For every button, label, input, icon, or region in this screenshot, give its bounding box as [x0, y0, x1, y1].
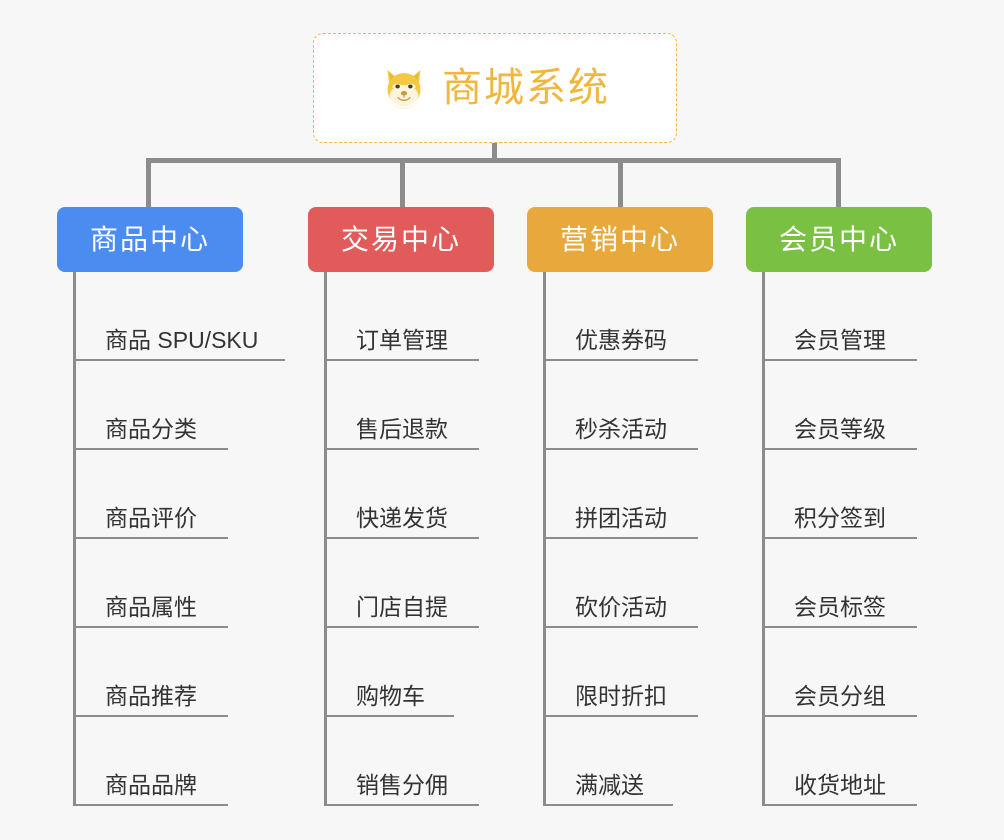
- leaf-label: 会员分组: [794, 682, 886, 709]
- leaf-item[interactable]: 订单管理: [324, 272, 499, 361]
- connector-drop-2: [400, 158, 405, 208]
- leaf-item[interactable]: 销售分佣: [324, 717, 499, 806]
- leaf-underline: [73, 359, 285, 361]
- leaf-label: 会员标签: [794, 593, 886, 620]
- leaf-item[interactable]: 商品 SPU/SKU: [73, 272, 305, 361]
- leaf-underline: [324, 804, 479, 806]
- branch-label: 会员中心: [778, 223, 899, 255]
- leaf-item[interactable]: 售后退款: [324, 361, 499, 450]
- leaf-underline: [73, 804, 228, 806]
- leaf-item[interactable]: 会员标签: [762, 539, 937, 628]
- leaf-underline: [324, 448, 479, 450]
- leaf-label: 限时折扣: [575, 682, 667, 709]
- branch-node-1[interactable]: 商品中心: [57, 207, 243, 272]
- root-node[interactable]: 商城系统: [313, 33, 677, 143]
- leaf-label: 售后退款: [356, 415, 448, 442]
- connector-drop-3: [618, 158, 623, 208]
- branch-node-4[interactable]: 会员中心: [746, 207, 932, 272]
- leaf-underline: [762, 804, 917, 806]
- leaf-column-3: 优惠券码秒杀活动拼团活动砍价活动限时折扣满减送: [543, 272, 783, 806]
- leaf-item[interactable]: 拼团活动: [543, 450, 718, 539]
- leaf-item[interactable]: 满减送: [543, 717, 693, 806]
- leaf-underline: [324, 715, 454, 717]
- leaf-label: 购物车: [356, 682, 425, 709]
- leaf-label: 积分签到: [794, 504, 886, 531]
- leaf-item[interactable]: 秒杀活动: [543, 361, 718, 450]
- leaf-label: 商品评价: [105, 504, 197, 531]
- leaf-item[interactable]: 商品属性: [73, 539, 248, 628]
- connector-drop-1: [146, 158, 151, 208]
- leaf-item[interactable]: 会员分组: [762, 628, 937, 717]
- leaf-underline: [543, 537, 698, 539]
- shiba-dog-icon: [380, 64, 428, 112]
- leaf-label: 收货地址: [794, 771, 886, 798]
- leaf-label: 商品属性: [105, 593, 197, 620]
- leaf-column-4: 会员管理会员等级积分签到会员标签会员分组收货地址: [762, 272, 1002, 806]
- leaf-underline: [73, 537, 228, 539]
- leaf-label: 会员等级: [794, 415, 886, 442]
- leaf-label: 销售分佣: [356, 771, 448, 798]
- connector-horizontal-bus: [148, 158, 841, 163]
- leaf-label: 会员管理: [794, 326, 886, 353]
- leaf-label: 商品分类: [105, 415, 197, 442]
- root-title: 商城系统: [442, 66, 610, 110]
- branch-label: 营销中心: [559, 223, 680, 255]
- leaf-column-1: 商品 SPU/SKU 商品分类商品评价商品属性商品推荐商品品牌: [73, 272, 313, 806]
- leaf-underline: [543, 715, 698, 717]
- leaf-label: 订单管理: [356, 326, 448, 353]
- leaf-underline: [324, 537, 479, 539]
- connector-spine-4: [762, 272, 765, 806]
- leaf-label: 满减送: [575, 771, 644, 798]
- leaf-underline: [762, 537, 917, 539]
- leaf-item[interactable]: 会员等级: [762, 361, 937, 450]
- leaf-label: 快递发货: [356, 504, 448, 531]
- leaf-item[interactable]: 商品推荐: [73, 628, 248, 717]
- branch-label: 商品中心: [89, 223, 210, 255]
- leaf-underline: [762, 715, 917, 717]
- branch-label: 交易中心: [340, 223, 461, 255]
- leaf-label: 秒杀活动: [575, 415, 667, 442]
- leaf-item[interactable]: 砍价活动: [543, 539, 718, 628]
- branch-node-2[interactable]: 交易中心: [308, 207, 494, 272]
- leaf-underline: [762, 448, 917, 450]
- leaf-label: 商品推荐: [105, 682, 197, 709]
- leaf-item[interactable]: 商品评价: [73, 450, 248, 539]
- leaf-underline: [543, 448, 698, 450]
- leaf-item[interactable]: 收货地址: [762, 717, 937, 806]
- leaf-underline: [73, 715, 228, 717]
- leaf-label: 商品品牌: [105, 771, 197, 798]
- connector-spine-2: [324, 272, 327, 806]
- connector-spine-1: [73, 272, 76, 806]
- leaf-item[interactable]: 购物车: [324, 628, 474, 717]
- leaf-underline: [73, 448, 228, 450]
- leaf-label: 商品 SPU/SKU: [105, 326, 259, 353]
- leaf-item[interactable]: 门店自提: [324, 539, 499, 628]
- leaf-label: 砍价活动: [575, 593, 667, 620]
- leaf-underline: [324, 359, 479, 361]
- leaf-label: 门店自提: [356, 593, 448, 620]
- leaf-item[interactable]: 优惠券码: [543, 272, 718, 361]
- leaf-label: 优惠券码: [575, 326, 667, 353]
- leaf-item[interactable]: 商品品牌: [73, 717, 248, 806]
- leaf-item[interactable]: 会员管理: [762, 272, 937, 361]
- leaf-item[interactable]: 快递发货: [324, 450, 499, 539]
- connector-spine-3: [543, 272, 546, 806]
- leaf-underline: [543, 359, 698, 361]
- connector-root-stem: [492, 143, 497, 162]
- leaf-item[interactable]: 限时折扣: [543, 628, 718, 717]
- leaf-column-2: 订单管理售后退款快递发货门店自提购物车销售分佣: [324, 272, 564, 806]
- branch-node-3[interactable]: 营销中心: [527, 207, 713, 272]
- leaf-label: 拼团活动: [575, 504, 667, 531]
- leaf-item[interactable]: 商品分类: [73, 361, 248, 450]
- connector-drop-4: [836, 158, 841, 208]
- leaf-item[interactable]: 积分签到: [762, 450, 937, 539]
- leaf-underline: [73, 626, 228, 628]
- leaf-underline: [324, 626, 479, 628]
- leaf-underline: [762, 626, 917, 628]
- leaf-underline: [543, 804, 673, 806]
- leaf-underline: [543, 626, 698, 628]
- leaf-underline: [762, 359, 917, 361]
